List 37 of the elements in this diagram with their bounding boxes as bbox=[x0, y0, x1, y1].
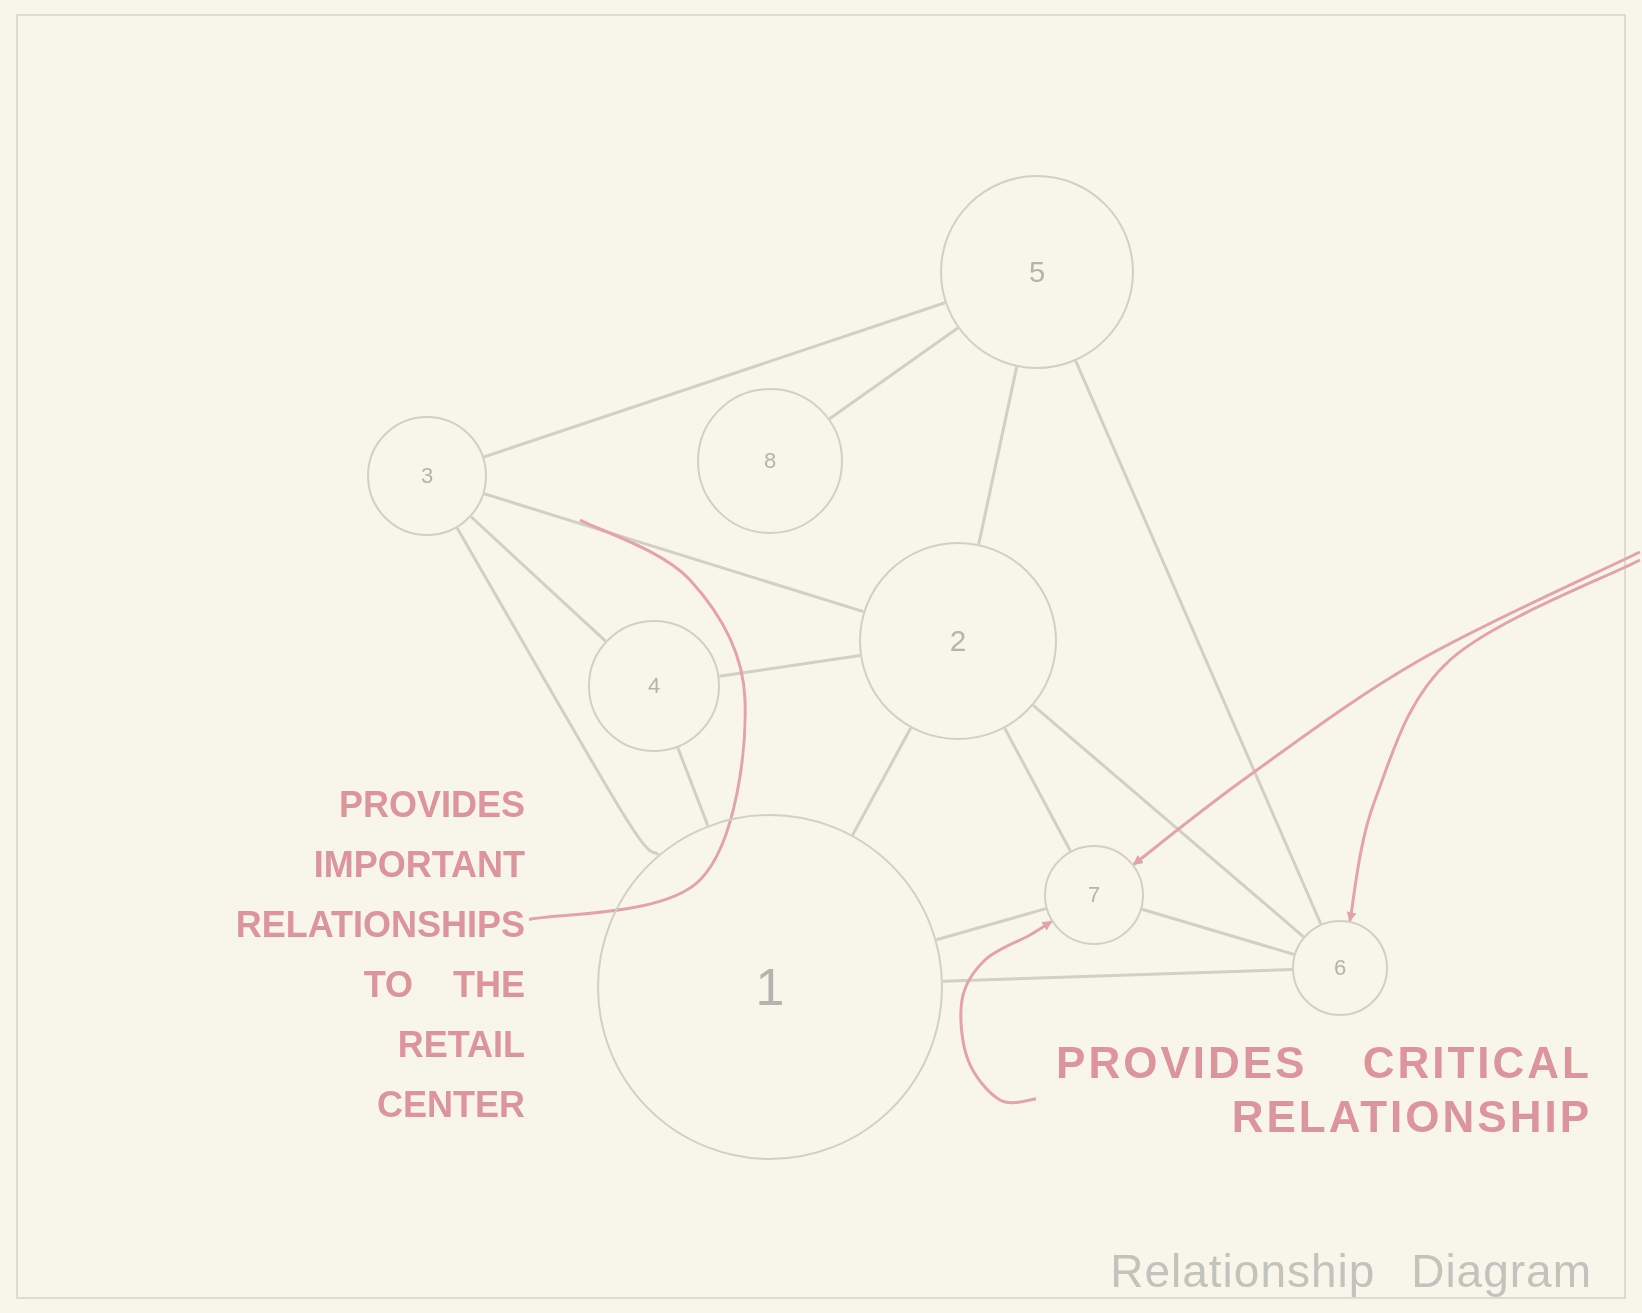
node-number: 8 bbox=[763, 448, 777, 474]
connector-line bbox=[455, 527, 660, 857]
connector-line bbox=[1003, 727, 1072, 852]
node-circle bbox=[940, 175, 1134, 369]
connector-line bbox=[1141, 907, 1295, 956]
arrow bbox=[959, 920, 1053, 1105]
node-number: 2 bbox=[949, 624, 967, 658]
node-number: 3 bbox=[420, 463, 434, 489]
connector-line bbox=[483, 492, 864, 614]
node-circle bbox=[1044, 845, 1144, 945]
node-circle bbox=[859, 542, 1057, 740]
annotation-text: PROVIDES IMPORTANT RELATIONSHIPS TO THE RETAIL CENTER bbox=[234, 783, 525, 1127]
connector-line bbox=[483, 301, 946, 459]
node-circle bbox=[367, 416, 487, 536]
node-circle bbox=[588, 620, 720, 752]
leader-line bbox=[528, 518, 747, 921]
node-number: 7 bbox=[1087, 882, 1101, 908]
connector-line bbox=[719, 654, 861, 678]
node-circle bbox=[597, 814, 943, 1160]
node-number: 6 bbox=[1333, 955, 1347, 981]
annotation-text: PROVIDES CRITICAL RELATIONSHIP bbox=[1055, 1037, 1592, 1143]
connector-line bbox=[1074, 360, 1323, 925]
node-circle bbox=[1292, 920, 1388, 1016]
node-number: 1 bbox=[755, 957, 785, 1017]
node-number: 4 bbox=[647, 673, 661, 699]
node-circle bbox=[697, 388, 843, 534]
connector-line bbox=[851, 727, 913, 836]
connector-line bbox=[936, 907, 1047, 942]
connector-line bbox=[1032, 704, 1305, 938]
connector-line bbox=[828, 326, 959, 421]
connector-line bbox=[470, 515, 607, 643]
connector-line bbox=[977, 366, 1019, 545]
node-number: 5 bbox=[1028, 255, 1046, 289]
connector-line bbox=[942, 968, 1293, 983]
arrow bbox=[1346, 558, 1641, 922]
arrow bbox=[1132, 550, 1641, 866]
connector-line bbox=[676, 747, 710, 827]
